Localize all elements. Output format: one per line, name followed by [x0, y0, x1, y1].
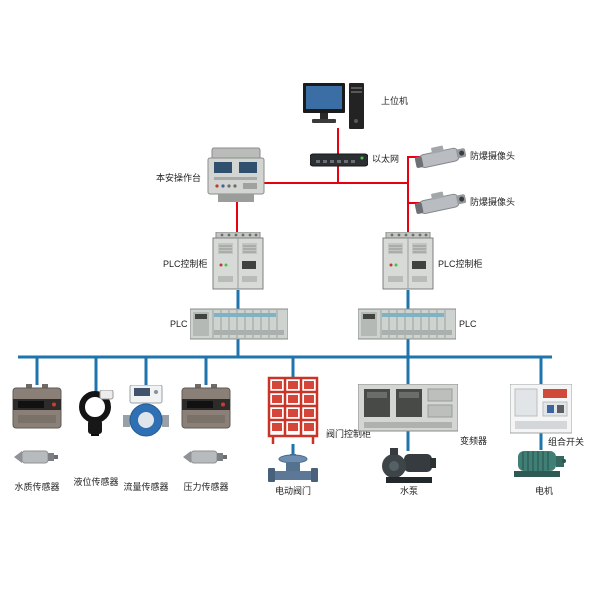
plc-left-label: PLC [170, 319, 188, 329]
pressure-sensor-icon [181, 384, 231, 430]
plc-right-label: PLC [459, 319, 477, 329]
valve-cabinet-label: 阀门控制柜 [326, 429, 372, 439]
electric-valve-icon [268, 454, 318, 484]
valve-control-cabinet-icon [263, 376, 323, 446]
pressure-probe-icon [183, 448, 227, 466]
operator-console-icon [206, 146, 266, 204]
ethernet-label: 以太网 [372, 154, 400, 164]
water-pump-label: 水泵 [399, 486, 418, 496]
vfd-label: 变频器 [460, 436, 488, 446]
vfd-cabinet-icon [357, 383, 459, 432]
motor-label: 电机 [534, 486, 553, 496]
combination-switch-label: 组合开关 [548, 437, 585, 447]
water-quality-sensor-label: 水质传感器 [14, 482, 60, 492]
combination-switch-cabinet-icon [509, 383, 573, 434]
level-sensor-label: 液位传感器 [73, 477, 119, 487]
plc-rack-left-icon [189, 308, 289, 340]
motor-icon [514, 447, 568, 481]
explosion-proof-camera-top-icon [414, 141, 468, 173]
camera-top-label: 防爆摄像头 [470, 151, 516, 161]
water-quality-sensor-icon [12, 384, 62, 430]
plc-rack-right-icon [357, 308, 457, 340]
plc-cabinet-right-icon [382, 231, 434, 291]
host-computer-label: 上位机 [381, 96, 409, 106]
explosion-proof-camera-bottom-icon [414, 187, 468, 219]
ethernet-switch-icon [309, 153, 369, 167]
pressure-sensor-label: 压力传感器 [183, 482, 229, 492]
plc-cabinet-left-label: PLC控制柜 [163, 259, 208, 269]
flow-sensor-label: 流量传感器 [123, 482, 169, 492]
host-computer-icon [303, 83, 367, 133]
water-quality-probe-icon [14, 448, 58, 466]
plc-cabinet-right-label: PLC控制柜 [438, 259, 483, 269]
level-sensor-icon [76, 389, 116, 436]
plc-cabinet-left-icon [212, 231, 264, 291]
flow-sensor-icon [123, 384, 169, 438]
camera-bottom-label: 防爆摄像头 [470, 197, 516, 207]
electric-valve-label: 电动阀门 [274, 486, 311, 496]
water-pump-icon [380, 448, 438, 484]
console-label: 本安操作台 [156, 173, 202, 183]
